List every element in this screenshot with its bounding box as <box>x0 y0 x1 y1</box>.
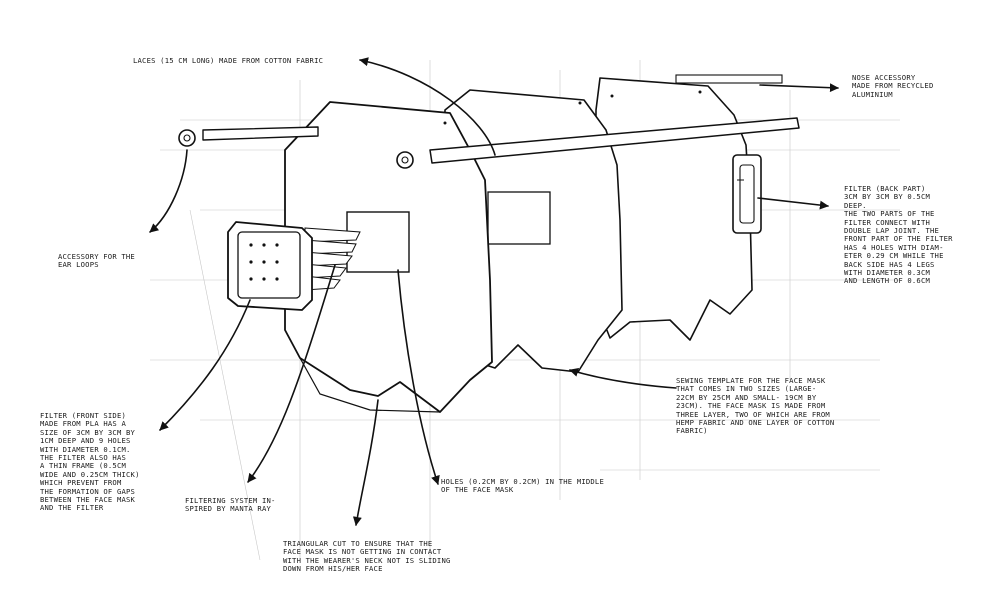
panel-dots <box>443 90 702 125</box>
front-panel-hole-patch <box>346 211 410 273</box>
label-filter-back: FILTER (BACK PART) 3CM BY 3CM BY 0.5CM D… <box>844 184 953 286</box>
label-holes: HOLES (0.2CM BY 0.2CM) IN THE MIDDLE OF … <box>441 477 604 495</box>
lace-bar-left <box>202 126 319 141</box>
ear-loop-washer <box>396 151 414 169</box>
label-nose-accessory: NOSE ACCESSORY MADE FROM RECYCLED ALUMIN… <box>852 73 934 99</box>
ear-washer-left <box>178 129 196 147</box>
label-sewing-template: SEWING TEMPLATE FOR THE FACE MASK THAT C… <box>676 376 835 436</box>
leader-lines <box>149 57 839 526</box>
label-ear-loops: ACCESSORY FOR THE EAR LOOPS <box>58 252 135 270</box>
middle-panel-hole-patch <box>487 191 551 245</box>
front-filter <box>227 221 313 311</box>
label-triangular-cut: TRIANGULAR CUT TO ENSURE THAT THE FACE M… <box>283 539 451 574</box>
nose-accessory-strip <box>675 74 783 84</box>
label-filter-front: FILTER (FRONT SIDE) MADE FROM PLA HAS A … <box>40 411 140 513</box>
lace-bar <box>429 117 800 164</box>
label-laces: LACES (15 CM LONG) MADE FROM COTTON FABR… <box>133 56 324 65</box>
label-filtering-system: FILTERING SYSTEM IN- SPIRED BY MANTA RAY <box>185 496 276 514</box>
back-filter <box>732 154 762 234</box>
